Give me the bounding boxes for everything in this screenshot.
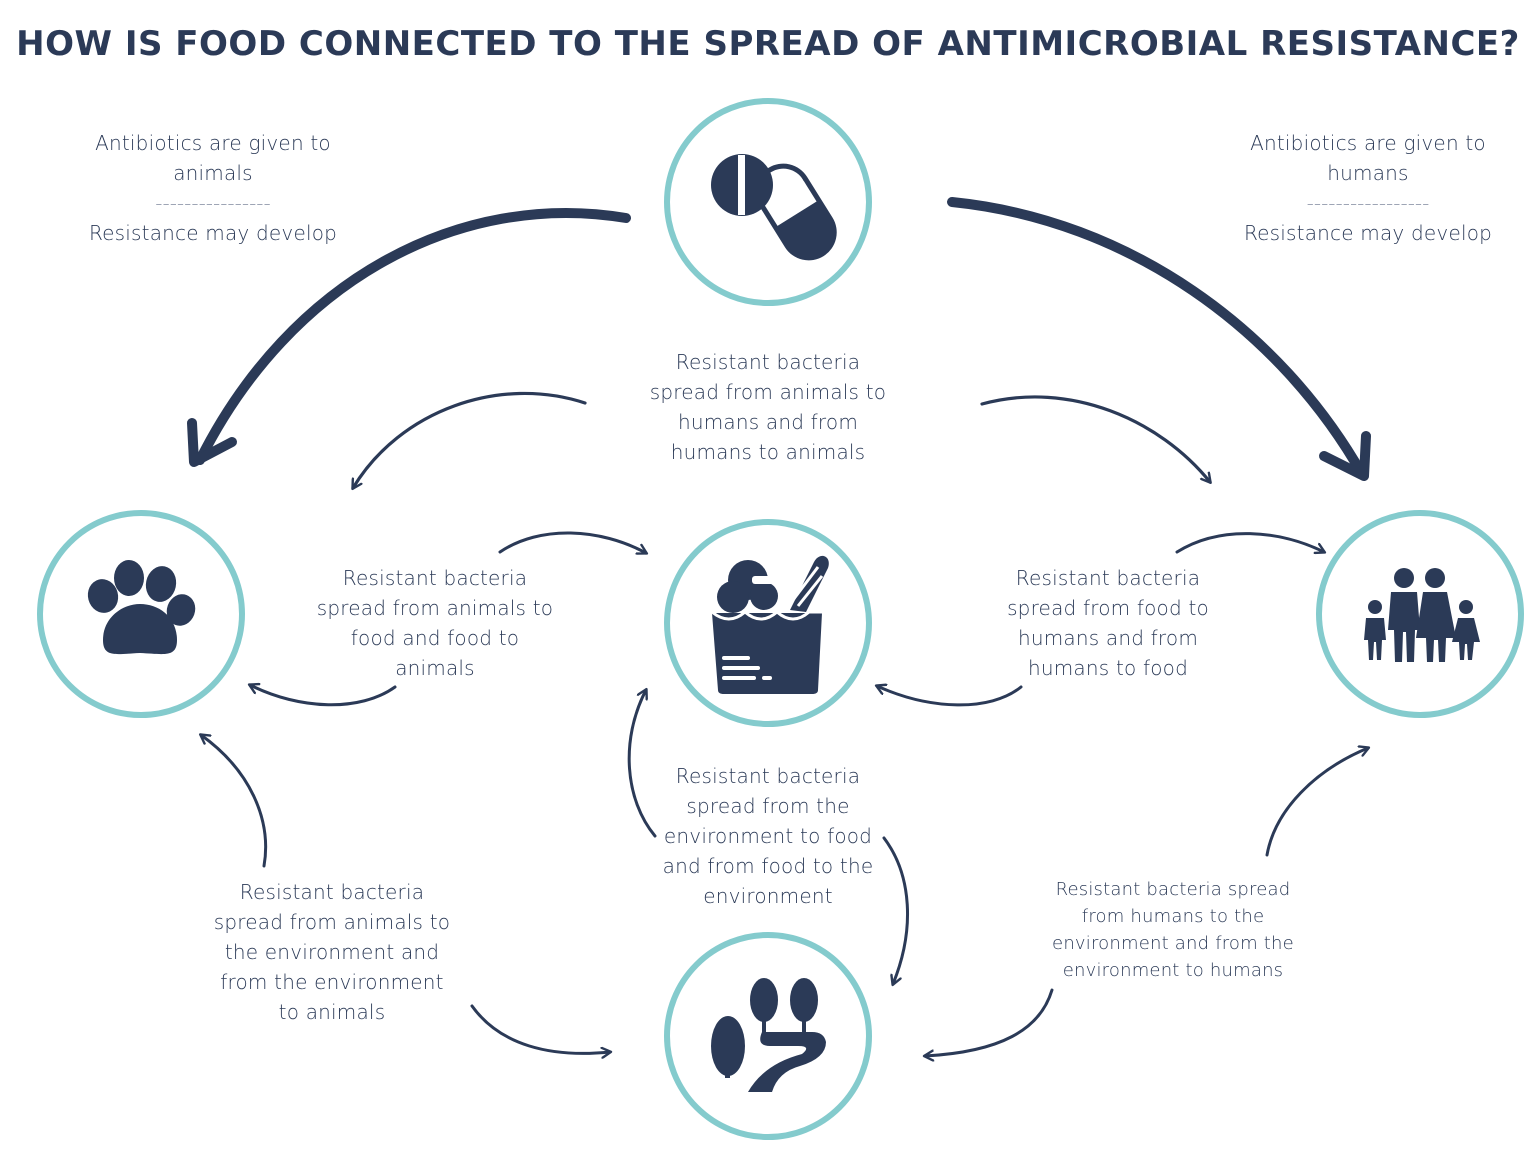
humans-to-environment-arrow (925, 988, 1054, 1056)
label-line: spread from animals to (213, 910, 451, 934)
label-line: Resistant bacteria (1015, 566, 1201, 590)
label-line: to animals (278, 1000, 386, 1024)
trees-path-icon (711, 978, 826, 1092)
label-line: humans to food (1028, 656, 1188, 680)
label-line: Resistant bacteria (239, 880, 425, 904)
environment-to-animals-arrow (201, 735, 268, 868)
food-to-animals-arrow (250, 685, 397, 707)
antibiotics-to-humans-arrow (947, 197, 1367, 479)
animals-humans-label: Resistant bacteria spread from animals t… (633, 347, 903, 467)
environment-to-food-arrow (627, 690, 657, 838)
label-line: food and food to (350, 626, 520, 650)
label-line: Resistant bacteria (675, 350, 861, 374)
label-line: Resistance may develop (88, 221, 338, 245)
animals-food-label: Resistant bacteria spread from animals t… (300, 563, 570, 683)
label-line: spread from the (686, 794, 850, 818)
animals-humans-right-arrow (980, 395, 1210, 482)
label-separator: ---------------- (155, 191, 271, 215)
label-line: Antibiotics are given to (95, 131, 331, 155)
label-line: Resistant bacteria (342, 566, 528, 590)
label-line: Resistant bacteria spread (1055, 879, 1291, 900)
pill-capsule-icon (711, 154, 837, 261)
animals-to-environment-arrow (470, 1004, 610, 1053)
environment-food-label: Resistant bacteria spread from the envir… (633, 761, 903, 911)
antibiotics-humans-label: Antibiotics are given to humans --------… (1233, 128, 1503, 248)
label-line: Resistance may develop (1243, 221, 1493, 245)
label-line: animals (395, 656, 475, 680)
paw-icon (87, 560, 196, 655)
family-icon (1364, 568, 1480, 662)
antibiotics-animals-label: Antibiotics are given to animals -------… (78, 128, 348, 248)
label-line: environment (703, 884, 833, 908)
label-line: spread from animals to (649, 380, 887, 404)
label-line: humans (1327, 161, 1409, 185)
label-line: Antibiotics are given to (1250, 131, 1486, 155)
label-line: environment to humans (1062, 960, 1284, 981)
label-line: spread from animals to (316, 596, 554, 620)
label-line: spread from food to (1007, 596, 1209, 620)
antibiotics-to-animals-arrow (195, 207, 631, 465)
label-line: Resistant bacteria (675, 764, 861, 788)
environment-to-humans-arrow (1265, 748, 1368, 857)
label-line: environment and from the (1052, 933, 1294, 954)
food-to-humans-arrow (1175, 532, 1324, 552)
label-separator: ----------------- (1306, 191, 1430, 215)
label-line: humans and from (1017, 626, 1199, 650)
label-line: environment to food (663, 824, 873, 848)
label-line: from the environment (220, 970, 444, 994)
grocery-bag-icon (711, 555, 829, 694)
humans-to-food-arrow (877, 686, 1023, 707)
food-to-environment-arrow (882, 836, 909, 984)
label-line: and from food to the (662, 854, 874, 878)
page-title: HOW IS FOOD CONNECTED TO THE SPREAD OF A… (16, 24, 1520, 64)
animals-environment-label: Resistant bacteria spread from animals t… (197, 877, 467, 1027)
antibiotics-to-humans-arrowhead (1319, 431, 1371, 481)
animals-humans-left-arrow (353, 391, 587, 488)
label-line: from humans to the (1081, 906, 1265, 927)
label-line: humans to animals (670, 440, 866, 464)
food-humans-label: Resistant bacteria spread from food to h… (973, 563, 1243, 683)
label-line: animals (173, 161, 253, 185)
label-line: humans and from (677, 410, 859, 434)
label-line: the environment and (224, 940, 440, 964)
humans-environment-label: Resistant bacteria spread from humans to… (1033, 876, 1313, 984)
antibiotics-to-animals-arrowhead (187, 418, 237, 467)
animals-to-food-arrow (498, 531, 646, 553)
